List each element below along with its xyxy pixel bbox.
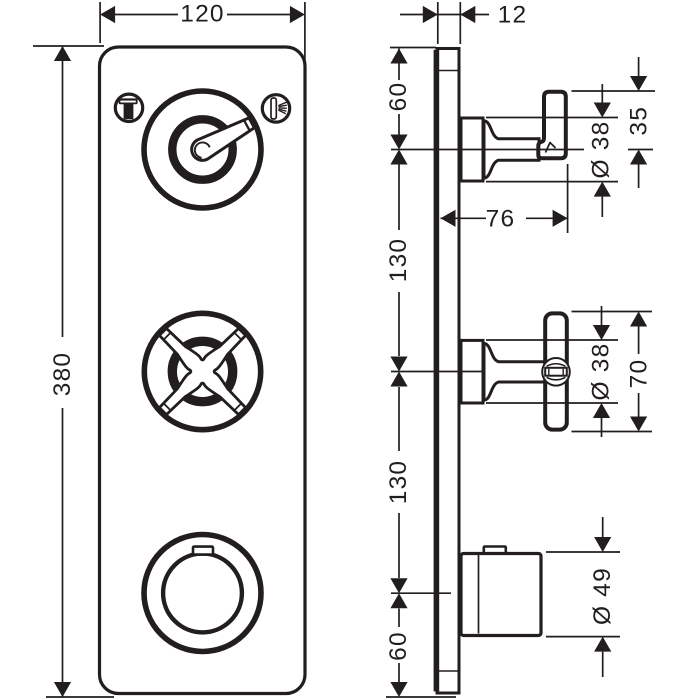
svg-text:380: 380 (49, 352, 76, 396)
svg-text:12: 12 (498, 2, 528, 29)
svg-text:60: 60 (385, 82, 412, 112)
svg-text:Ø 49: Ø 49 (589, 567, 616, 625)
svg-text:130: 130 (385, 460, 412, 504)
svg-text:Ø 38: Ø 38 (588, 343, 615, 401)
svg-text:70: 70 (626, 359, 653, 389)
svg-text:76: 76 (486, 205, 516, 232)
svg-text:35: 35 (626, 106, 653, 136)
svg-text:60: 60 (385, 631, 412, 661)
svg-text:Ø 38: Ø 38 (588, 121, 615, 179)
svg-text:120: 120 (180, 1, 224, 28)
svg-text:130: 130 (385, 238, 412, 282)
